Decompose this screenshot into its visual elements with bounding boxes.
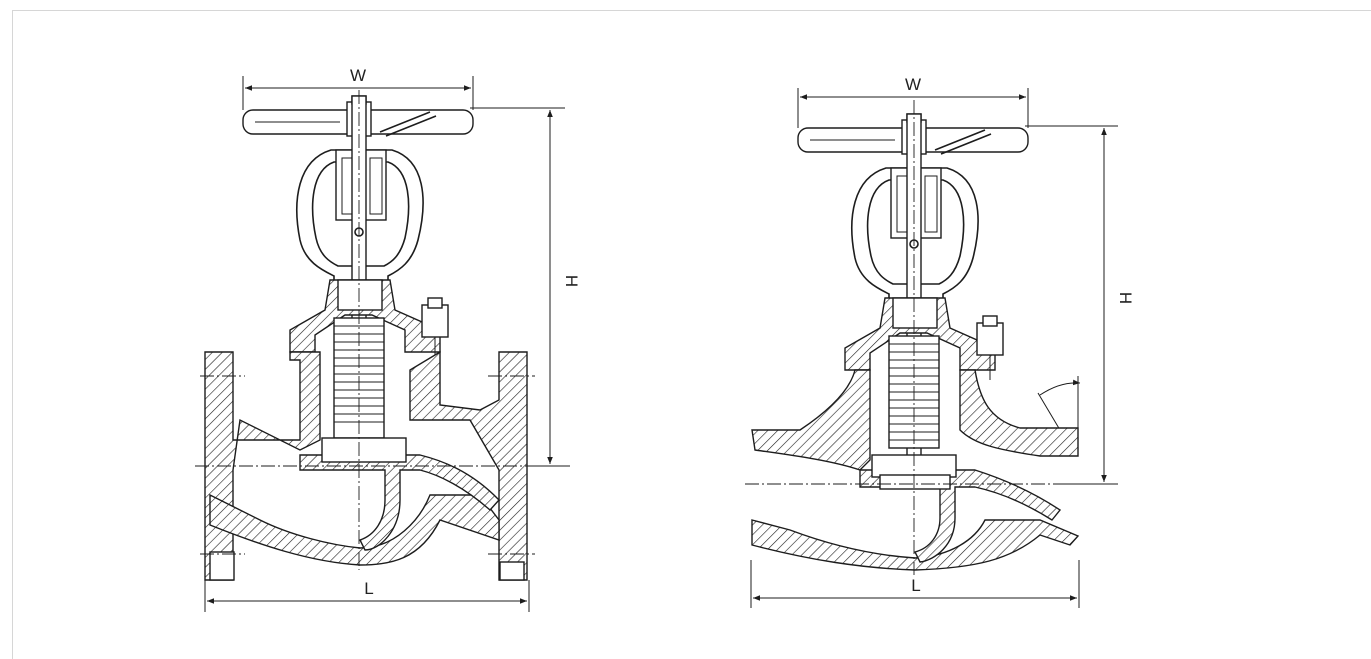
height-label-2: H bbox=[1116, 292, 1135, 304]
height-dimension: H bbox=[470, 107, 581, 467]
bonnet-2 bbox=[844, 297, 1004, 380]
height-label: H bbox=[562, 275, 581, 287]
valve-body-2 bbox=[751, 369, 1080, 571]
length-label: L bbox=[364, 579, 373, 598]
centerlines-2 bbox=[745, 100, 1090, 575]
bonnet bbox=[289, 279, 449, 360]
width-dimension: W bbox=[242, 66, 474, 110]
width-label-2: W bbox=[905, 75, 921, 94]
width-dimension-2: W bbox=[797, 75, 1029, 128]
valve-body bbox=[204, 350, 528, 581]
height-dimension-2: H bbox=[1025, 125, 1135, 485]
width-label: W bbox=[350, 66, 366, 85]
flanged-valve-view: W H L bbox=[195, 66, 581, 612]
centerlines bbox=[195, 90, 540, 570]
length-dimension: L bbox=[204, 579, 530, 612]
butt-weld-valve-view: W H L bbox=[745, 75, 1135, 608]
drawing-frame bbox=[12, 10, 1371, 659]
length-label-2: L bbox=[911, 576, 920, 595]
length-dimension-2: L bbox=[750, 560, 1080, 608]
